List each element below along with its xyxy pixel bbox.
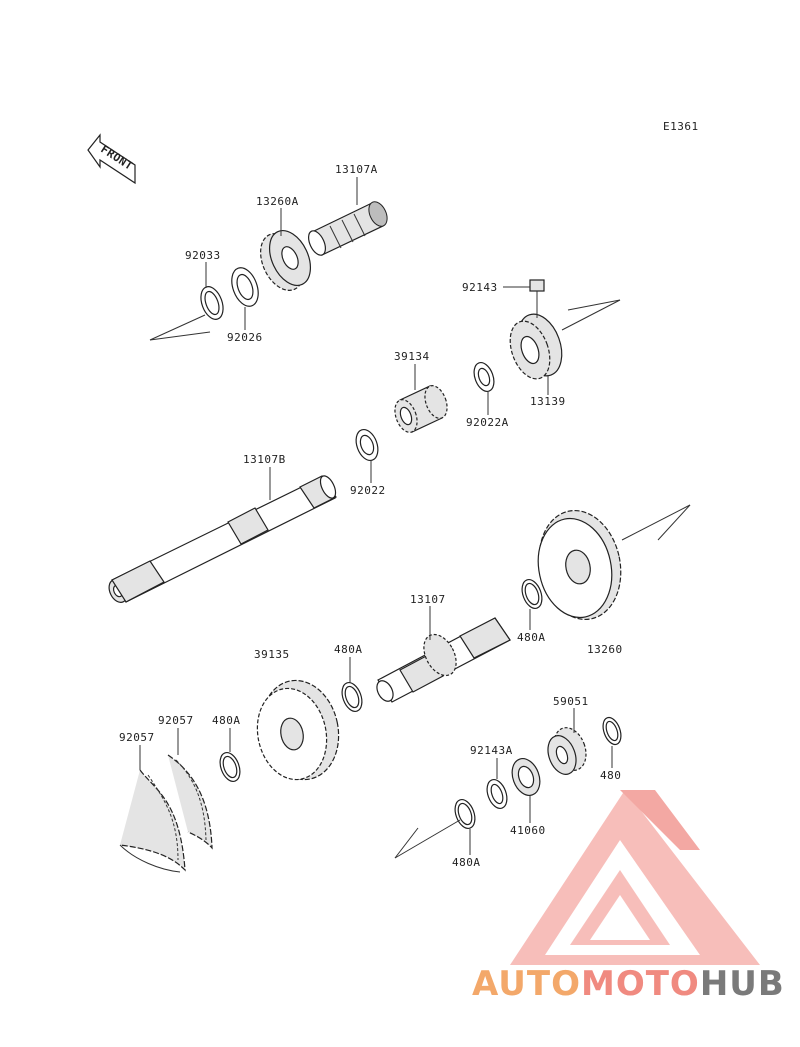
label-13260: 13260 (587, 643, 623, 656)
ring-480 (602, 716, 622, 746)
chain-92057-a (119, 769, 186, 872)
label-92022A: 92022A (466, 416, 509, 429)
label-92143A: 92143A (470, 744, 513, 757)
ring-480A-middle (341, 681, 363, 713)
gear-39134 (394, 385, 448, 433)
sleeve-13107A (308, 201, 388, 256)
circlip-92033 (200, 286, 224, 320)
front-arrow-icon: FRONT (87, 133, 136, 185)
gear-39135 (256, 679, 340, 781)
gear-13260A (260, 230, 312, 291)
ring-480A-left (219, 751, 241, 783)
washer-92022A (473, 361, 495, 393)
leader-lines (139, 177, 613, 855)
label-13107B: 13107B (243, 453, 286, 466)
washer-92026 (231, 267, 259, 307)
label-92057-b: 92057 (158, 714, 194, 727)
watermark-text: AUTOMOTOHUB (472, 964, 785, 1004)
ring-480A-bottom (454, 798, 476, 830)
diagram-code: E1361 (663, 120, 699, 133)
gear-13139 (509, 313, 563, 380)
ring-480A-upper (521, 578, 543, 610)
label-13107: 13107 (410, 593, 446, 606)
label-41060: 41060 (510, 824, 546, 837)
hub-41060 (511, 758, 541, 796)
label-59051: 59051 (553, 695, 589, 708)
chain-92057-b (167, 754, 213, 850)
label-480A-left: 480A (212, 714, 241, 727)
label-480A-bottom: 480A (452, 856, 481, 869)
watermark-hub: HUB (700, 964, 785, 1004)
gear-13260 (537, 509, 622, 621)
label-13260A: 13260A (256, 195, 299, 208)
label-39134: 39134 (394, 350, 430, 363)
label-92057-a: 92057 (119, 731, 155, 744)
label-92026: 92026 (227, 331, 263, 344)
label-92143: 92143 (462, 281, 498, 294)
label-480A-middle: 480A (334, 643, 363, 656)
label-13139: 13139 (530, 395, 566, 408)
washer-92022 (355, 428, 379, 462)
watermark-logo-icon (510, 790, 760, 965)
shaft-13107 (376, 617, 511, 703)
label-92033: 92033 (185, 249, 221, 262)
label-480: 480 (600, 769, 621, 782)
collar-92143A (486, 778, 508, 810)
label-39135: 39135 (254, 648, 290, 661)
gear-59051 (547, 727, 587, 775)
shaft-13107B (108, 475, 337, 603)
collar-92143 (529, 279, 545, 292)
label-13107A: 13107A (335, 163, 378, 176)
label-480A-upper: 480A (517, 631, 546, 644)
watermark-auto: AUTO (472, 964, 581, 1004)
label-92022: 92022 (350, 484, 386, 497)
watermark-moto: MOTO (581, 964, 700, 1004)
